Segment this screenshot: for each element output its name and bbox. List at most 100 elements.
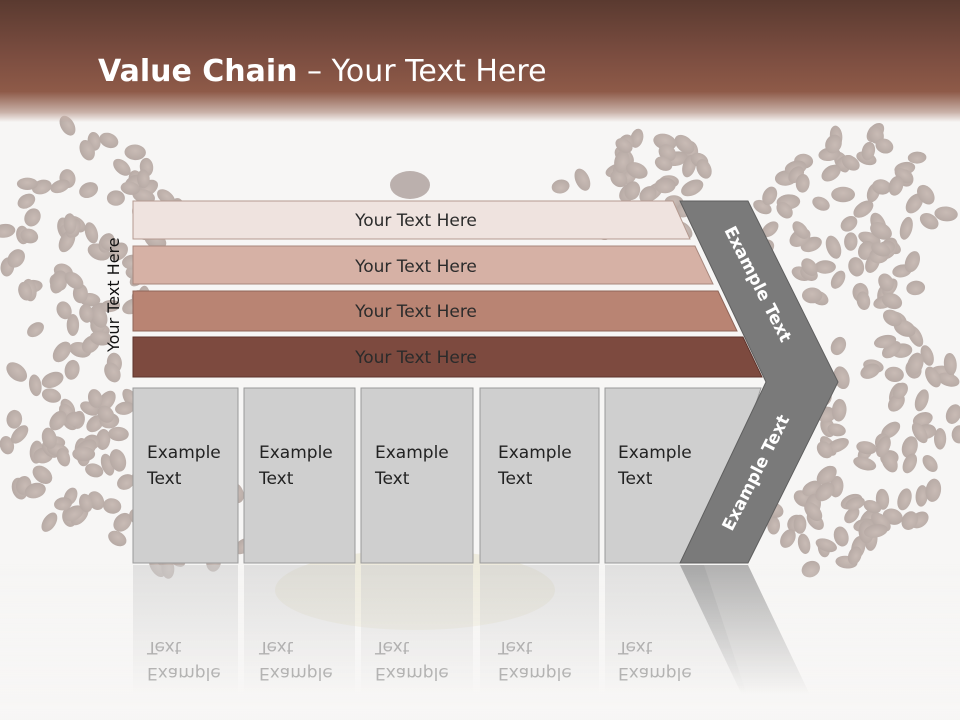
- coffee-bean: [816, 441, 833, 459]
- coffee-bean: [137, 169, 150, 189]
- coffee-bean: [793, 514, 807, 534]
- coffee-bean: [109, 242, 128, 261]
- coffee-bean: [934, 206, 958, 222]
- coffee-bean: [780, 529, 796, 548]
- reflection: [133, 565, 810, 695]
- coffee-bean: [63, 213, 77, 235]
- title-band: [0, 0, 960, 122]
- coffee-bean: [551, 179, 570, 194]
- coffee-bean: [696, 159, 712, 179]
- coffee-bean: [630, 128, 644, 148]
- coffee-bean: [875, 138, 894, 154]
- coffee-bean: [815, 538, 837, 553]
- coffee-bean: [863, 500, 882, 514]
- coffee-bean: [762, 186, 778, 206]
- chevron-arrow: [679, 200, 839, 564]
- coffee-bean: [814, 260, 836, 274]
- title-bold: Value Chain: [98, 54, 298, 89]
- coffee-bean: [109, 449, 127, 472]
- coffee-bean: [100, 299, 121, 313]
- coffee-bean: [6, 362, 28, 382]
- coffee-bean: [797, 533, 811, 554]
- coffee-bean: [848, 257, 865, 277]
- coffee-bean: [113, 512, 132, 532]
- coffee-bean: [96, 429, 111, 450]
- coffee-bean: [853, 200, 874, 218]
- bar-2: [132, 245, 714, 285]
- coffee-bean: [861, 141, 876, 161]
- coffee-bean: [878, 273, 894, 292]
- coffee-bean: [87, 389, 103, 408]
- coffee-bean: [914, 389, 929, 412]
- coffee-bean: [937, 372, 960, 387]
- coffee-bean: [10, 425, 29, 444]
- box-1: [132, 387, 239, 564]
- coffee-bean: [120, 181, 140, 195]
- coffee-bean: [920, 345, 934, 366]
- coffee-bean: [825, 235, 842, 259]
- coffee-bean: [20, 228, 39, 244]
- coffee-bean: [56, 448, 71, 467]
- coffee-bean: [856, 291, 871, 311]
- coffee-bean: [639, 186, 657, 204]
- coffee-bean: [49, 410, 67, 431]
- coffee-bean: [761, 221, 779, 238]
- coffee-bean: [830, 336, 847, 356]
- coffee-bean: [624, 181, 641, 200]
- coffee-bean: [102, 498, 122, 514]
- coffee-bean: [904, 251, 921, 273]
- box-3: [360, 387, 474, 564]
- coffee-bean: [815, 482, 835, 502]
- coffee-bean: [41, 512, 58, 532]
- coffee-bean: [614, 150, 630, 173]
- coffee-bean: [0, 436, 15, 455]
- coffee-bean: [821, 164, 841, 182]
- coffee-bean: [845, 496, 865, 511]
- coffee-bean: [915, 485, 928, 507]
- bar-4: [132, 336, 763, 378]
- coffee-bean: [99, 132, 119, 149]
- coffee-bean: [871, 242, 891, 257]
- coffee-bean: [881, 451, 898, 473]
- coffee-bean: [860, 363, 880, 379]
- coffee-bean: [943, 352, 957, 376]
- bar-3: [132, 290, 738, 332]
- coffee-bean: [626, 162, 648, 179]
- coffee-bean: [776, 201, 793, 219]
- coffee-bean: [833, 526, 849, 547]
- coffee-bean: [901, 436, 918, 458]
- coffee-bean: [795, 174, 810, 193]
- coffee-bean: [801, 258, 818, 276]
- coffee-bean: [911, 422, 928, 444]
- bar-1: [132, 200, 691, 240]
- coffee-bean: [113, 158, 131, 176]
- coffee-bean: [16, 177, 38, 190]
- coffee-bean: [831, 398, 847, 422]
- coffee-bean: [106, 190, 125, 206]
- coffee-bean: [41, 371, 64, 389]
- bar-4-label: Your Text Here: [354, 348, 477, 368]
- coffee-bean: [951, 425, 960, 444]
- coffee-bean: [17, 193, 36, 209]
- coffee-bean: [41, 388, 62, 403]
- coffee-bean: [802, 287, 823, 304]
- coffee-bean: [50, 179, 70, 194]
- coffee-bean: [827, 423, 846, 437]
- coffee-bean: [654, 156, 673, 171]
- coffee-bean: [41, 427, 57, 449]
- coffee-bean: [856, 441, 877, 455]
- box-4: [479, 387, 600, 564]
- coffee-bean: [925, 366, 941, 388]
- coffee-bean: [884, 366, 904, 383]
- bar-3-label: Your Text Here: [354, 302, 477, 322]
- coffee-bean: [853, 456, 877, 471]
- coffee-bean: [844, 232, 858, 251]
- coffee-bean: [56, 301, 72, 320]
- coffee-bean: [674, 134, 695, 154]
